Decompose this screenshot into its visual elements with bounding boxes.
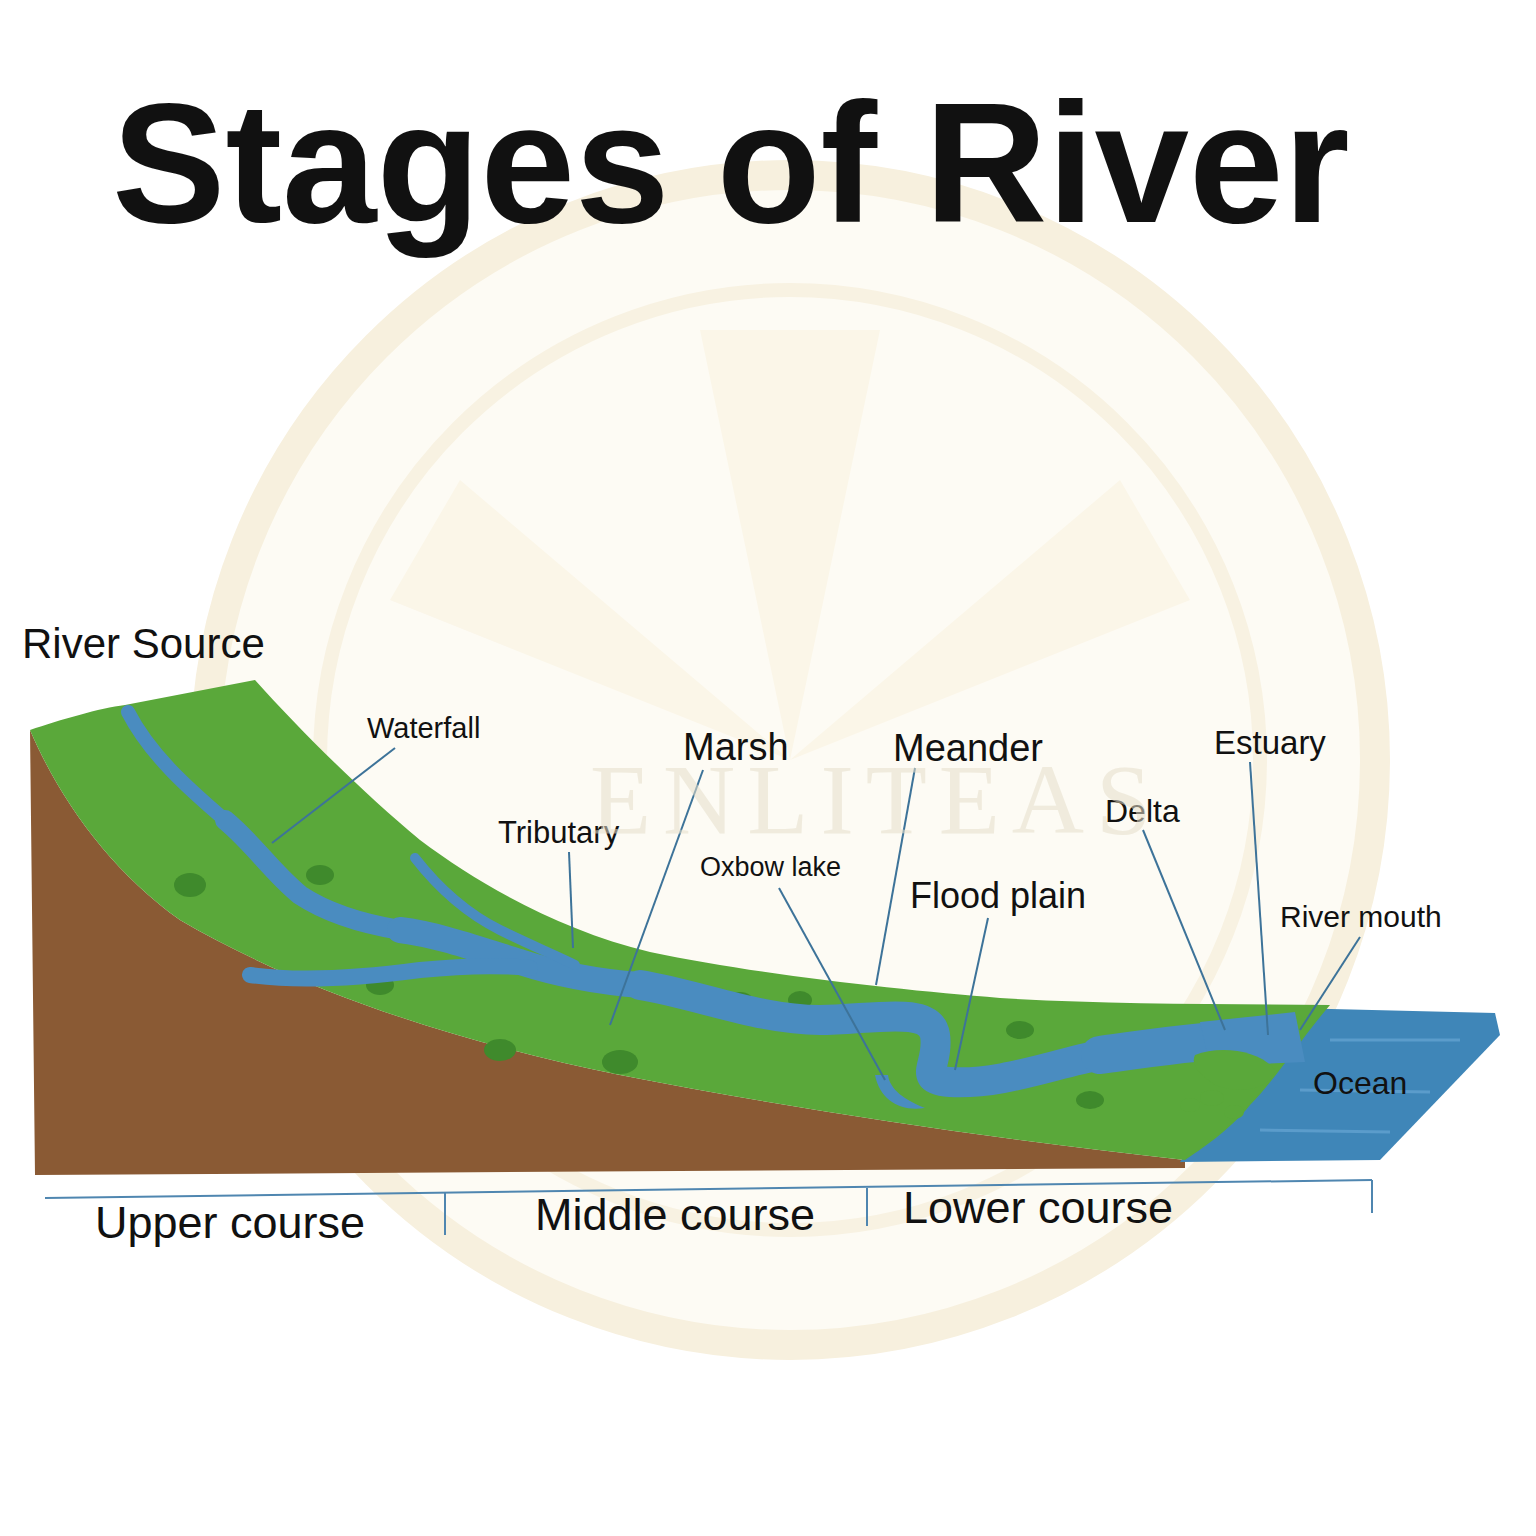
scale-tick	[1371, 1180, 1373, 1213]
delta-island	[1180, 1098, 1200, 1112]
leader-line	[1250, 762, 1268, 1035]
part-label: Flood plain	[910, 878, 1086, 914]
river-channel	[225, 820, 400, 930]
land-surface	[30, 680, 1330, 1160]
watermark-rays	[390, 330, 1190, 760]
part-label: Waterfall	[367, 714, 480, 743]
part-label: River Source	[22, 623, 265, 665]
part-label: River mouth	[1280, 902, 1442, 932]
delta-land	[1194, 1050, 1275, 1090]
leader-line	[569, 852, 573, 948]
diagram-title: Stages of River	[112, 78, 1350, 248]
course-label: Lower course	[903, 1185, 1173, 1230]
shrub	[306, 865, 334, 885]
watermark: ENLITEAS	[590, 750, 1164, 850]
part-label: Ocean	[1313, 1067, 1407, 1099]
leader-line	[272, 748, 395, 843]
delta-island	[1224, 1105, 1244, 1119]
shrub	[174, 873, 206, 897]
shrub	[602, 1050, 638, 1074]
course-label: Upper course	[95, 1200, 365, 1245]
meander-channel	[640, 985, 1100, 1082]
course-label: Middle course	[535, 1192, 815, 1237]
scale-tick	[866, 1188, 868, 1226]
river	[128, 712, 1230, 1082]
leader-line	[1300, 937, 1360, 1030]
part-label: Estuary	[1214, 726, 1326, 759]
delta-island	[1200, 1090, 1224, 1106]
leader-line	[955, 918, 988, 1070]
leader-line	[779, 888, 885, 1080]
tributary-stream	[415, 858, 575, 965]
part-label: Oxbow lake	[700, 854, 841, 881]
oxbow-lake	[875, 1075, 925, 1109]
leader-line	[1143, 830, 1225, 1030]
ocean	[1180, 1008, 1500, 1162]
river-branch	[250, 966, 530, 979]
scale-tick	[444, 1193, 446, 1235]
shrub	[484, 1039, 516, 1061]
shrub	[1076, 1091, 1104, 1109]
leader-lines	[272, 748, 1360, 1080]
shrub	[1006, 1021, 1034, 1039]
river-channel	[128, 712, 225, 820]
